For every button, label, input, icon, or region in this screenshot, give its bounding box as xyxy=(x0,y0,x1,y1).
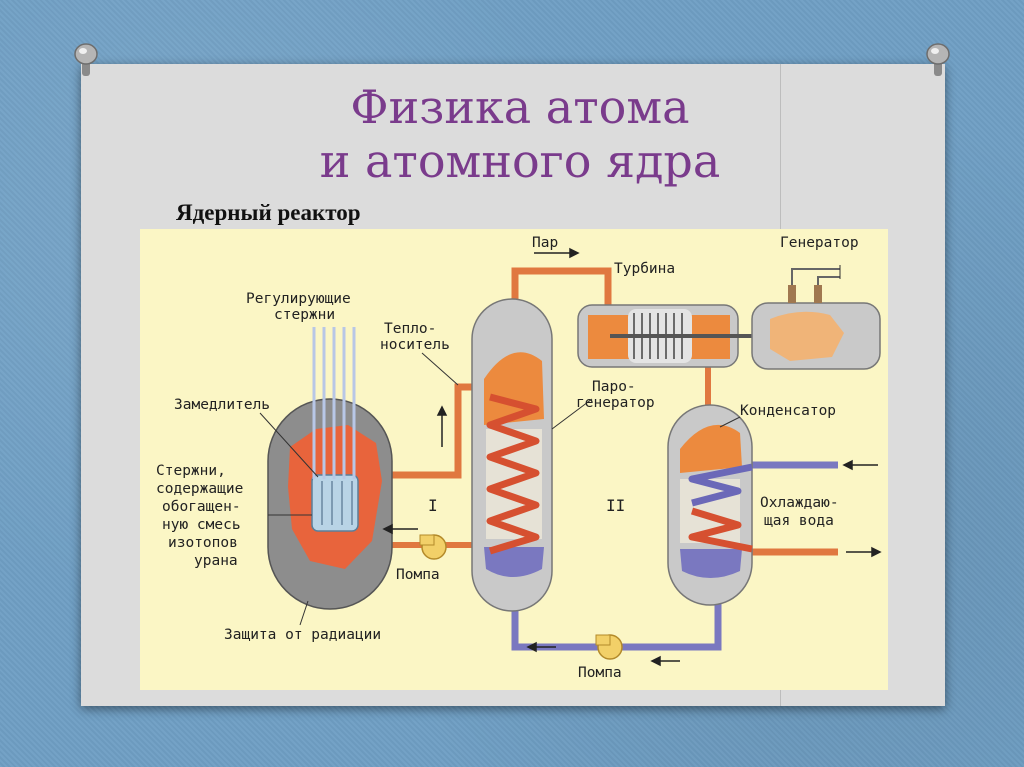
label-fuel-3: обогащен- xyxy=(162,499,241,515)
label-pump-1: Помпа xyxy=(396,567,440,583)
label-steam-gen-1: Паро- xyxy=(592,379,636,395)
label-fuel-4: ную смесь xyxy=(162,517,241,533)
slide-title-line2: и атомного ядра xyxy=(319,134,721,188)
primary-pump xyxy=(419,534,447,560)
reactor-vessel xyxy=(267,327,393,610)
flow-arrows xyxy=(382,247,882,667)
label-coolant-1: Тепло- xyxy=(384,321,436,337)
label-turbine: Турбина xyxy=(614,261,675,277)
leader-lines xyxy=(259,265,841,626)
label-control-rods-2: стержни xyxy=(274,307,335,323)
label-fuel-2: содержащие xyxy=(156,481,243,497)
label-moderator: Замедлитель xyxy=(174,397,270,413)
label-cooling-water-1: Охлаждаю- xyxy=(760,495,839,511)
control-rods xyxy=(312,327,356,479)
secondary-pump xyxy=(595,634,623,660)
condenser xyxy=(667,404,753,606)
label-circuit-1: I xyxy=(428,496,438,515)
label-fuel-5: изотопов xyxy=(168,535,238,551)
label-condenser: Конденсатор xyxy=(740,403,836,419)
label-circuit-2: II xyxy=(606,496,625,515)
pushpin-icon xyxy=(926,43,950,76)
nuclear-reactor-diagram: Пар Турбина Генератор Регулирующие стерж… xyxy=(140,229,888,690)
label-coolant-2: носитель xyxy=(380,337,450,353)
label-fuel-6: урана xyxy=(194,553,238,569)
turbine xyxy=(577,304,776,368)
label-shielding: Защита от радиации xyxy=(224,627,381,643)
label-steam-gen-2: генератор xyxy=(576,395,655,411)
label-pump-2: Помпа xyxy=(578,665,622,681)
steam-generator xyxy=(471,298,553,612)
label-fuel-1: Стержни, xyxy=(156,463,226,479)
slide-subtitle: Ядерный реактор xyxy=(176,200,361,225)
generator xyxy=(751,268,881,370)
label-steam: Пар xyxy=(532,235,558,251)
pushpin-icon xyxy=(74,43,98,76)
label-cooling-water-2: щая вода xyxy=(764,513,834,529)
cooling-water-pipes xyxy=(750,461,838,556)
label-control-rods-1: Регулирующие xyxy=(246,291,351,307)
label-generator: Генератор xyxy=(780,235,859,251)
slide-title-line1: Физика атома xyxy=(350,80,690,134)
